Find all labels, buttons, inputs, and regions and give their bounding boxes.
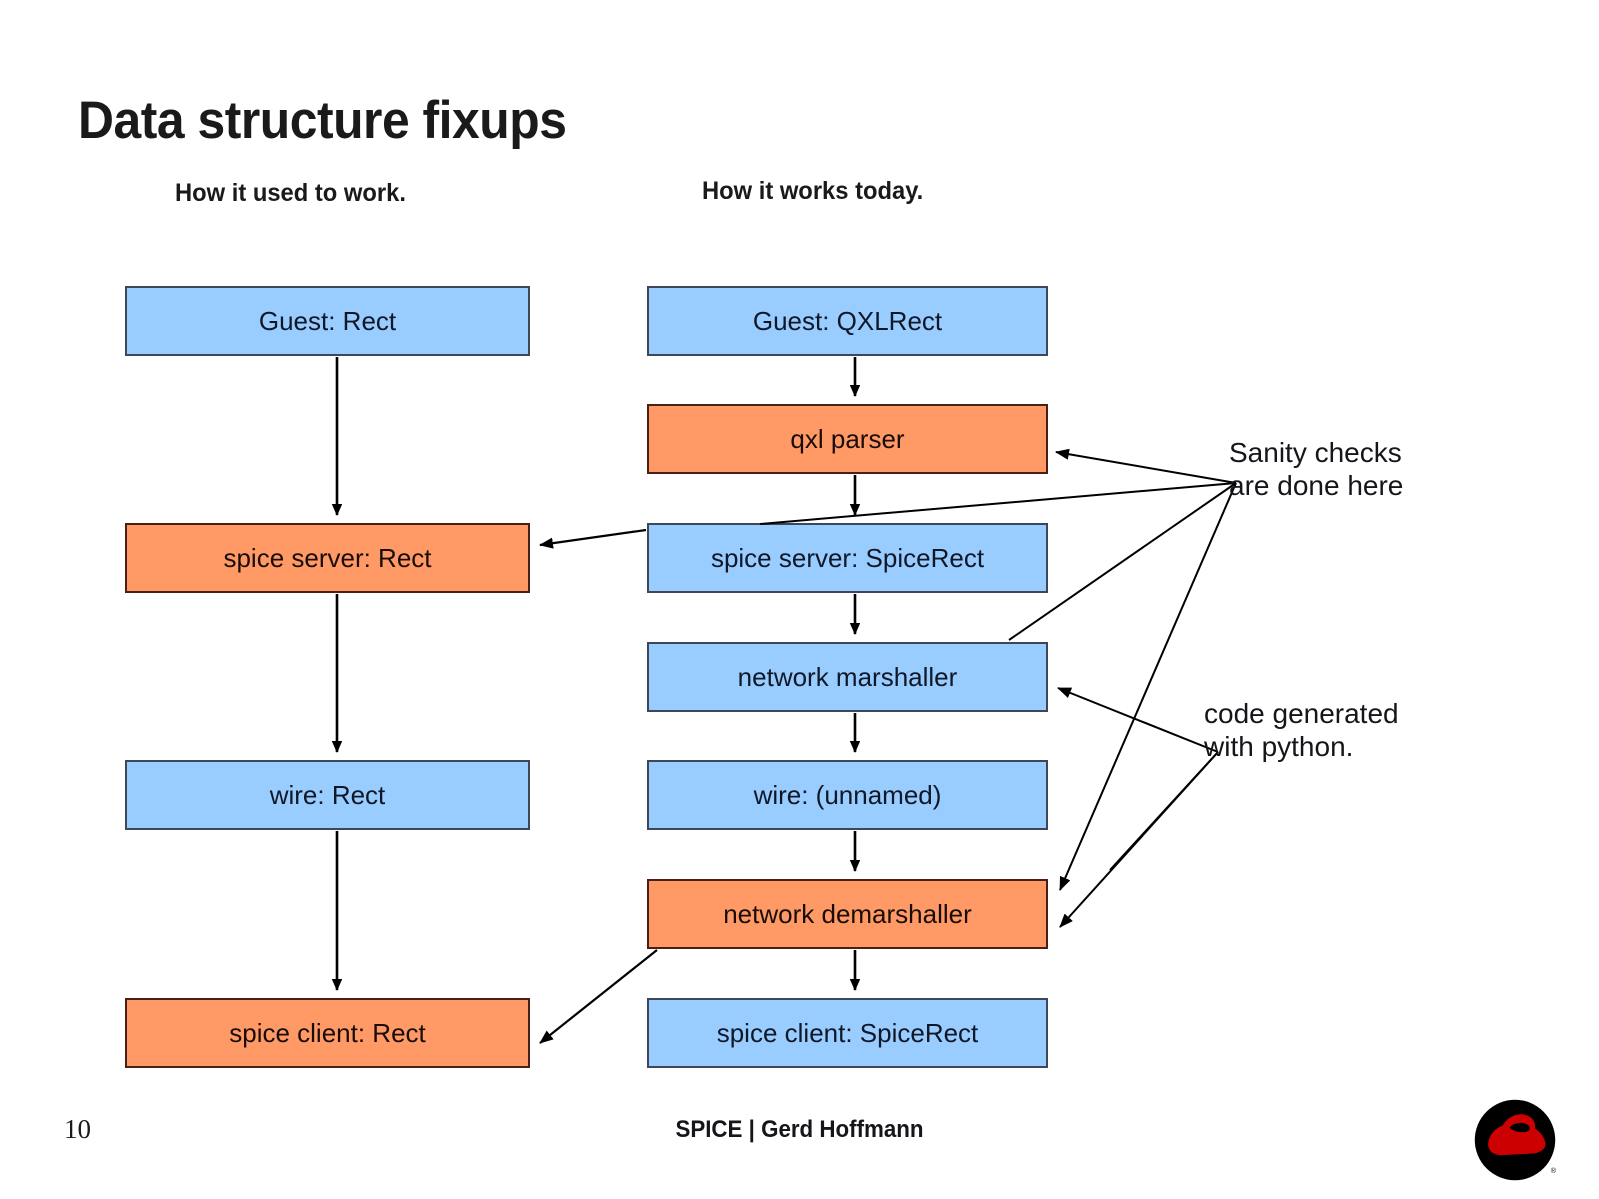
page-number: 10 (64, 1114, 91, 1144)
annotation-python-line2: with python. (1204, 731, 1354, 763)
column-heading-left: How it used to work. (175, 179, 406, 207)
leader-sanity-to-spice-server-top (759, 482, 1237, 525)
annotation-sanity-line1: Sanity checks (1229, 437, 1402, 468)
node-right-wire-unnamed[interactable]: wire: (unnamed) (647, 760, 1048, 830)
node-right-qxl-parser[interactable]: qxl parser (647, 404, 1048, 474)
arrow-cross-demarshaller-to-spice-client-rect (539, 949, 658, 1044)
leader-python-to-network-demarshaller (1059, 751, 1219, 928)
node-left-wire-rect[interactable]: wire: Rect (125, 760, 530, 830)
node-right-spice-client-spicerect[interactable]: spice client: SpiceRect (647, 998, 1048, 1068)
node-right-network-demarshaller[interactable]: network demarshaller (647, 879, 1048, 949)
node-left-spice-server-rect[interactable]: spice server: Rect (125, 523, 530, 593)
annotation-sanity-checks: Sanity checks are done here (1229, 436, 1403, 502)
leader-python-to-wire-unnamed (1109, 751, 1219, 871)
annotation-code-generated: code generated with python. (1204, 697, 1399, 763)
annotation-python-line1: code generated (1204, 698, 1399, 729)
node-left-spice-client-rect[interactable]: spice client: Rect (125, 998, 530, 1068)
footer-credit: SPICE | Gerd Hoffmann (675, 1116, 924, 1143)
arrow-cross-server-spicerect-to-rect (539, 528, 647, 549)
leader-sanity-to-network-demarshaller (1059, 482, 1237, 891)
node-right-network-marshaller[interactable]: network marshaller (647, 642, 1048, 712)
annotation-sanity-line2: are done here (1229, 470, 1404, 502)
leader-python-to-network-marshaller (1057, 687, 1219, 753)
leader-sanity-to-qxl-parser (1055, 448, 1237, 484)
red-hat-shadowman-logo: ® (1474, 1099, 1557, 1181)
page-title: Data structure fixups (78, 91, 567, 150)
node-left-guest-rect[interactable]: Guest: Rect (125, 286, 530, 356)
node-right-spice-server-spicerect[interactable]: spice server: SpiceRect (647, 523, 1048, 593)
column-heading-right: How it works today. (702, 177, 924, 205)
svg-text:®: ® (1551, 1167, 1557, 1175)
node-right-guest-qxlrect[interactable]: Guest: QXLRect (647, 286, 1048, 356)
